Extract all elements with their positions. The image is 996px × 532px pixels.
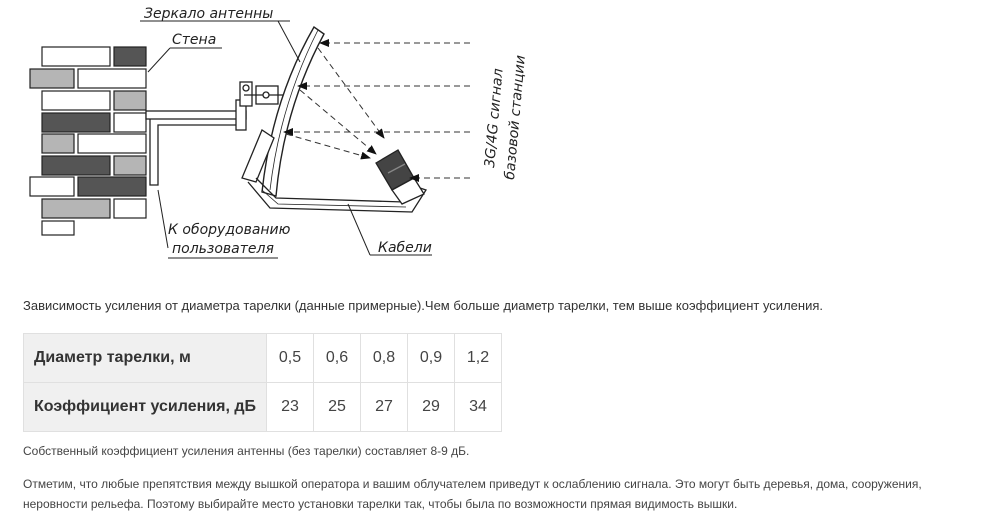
antenna-installation-diagram: Зеркало антенны Стена К оборудованию пол… <box>29 6 529 259</box>
row-header-gain: Коэффициент усиления, дБ <box>23 382 267 432</box>
table-cell: 0,8 <box>360 333 408 383</box>
gain-table: Диаметр тарелки, м 0,5 0,6 0,8 0,9 1,2 К… <box>23 333 502 432</box>
leader-lines <box>140 20 432 259</box>
label-user-equipment-line1: К оборудованию <box>168 222 291 238</box>
table-cell: 23 <box>266 382 314 432</box>
table-cell: 29 <box>407 382 455 432</box>
table-cell: 0,5 <box>266 333 314 383</box>
intro-text: Зависимость усиления от диаметра тарелки… <box>23 298 823 313</box>
table-cell: 0,9 <box>407 333 455 383</box>
table-cell: 25 <box>313 382 361 432</box>
label-antenna-mirror: Зеркало антенны <box>144 6 273 22</box>
feed-horn <box>375 149 425 205</box>
table-cell: 1,2 <box>454 333 502 383</box>
label-signal-line1: 3G/4G сигнал <box>482 68 507 169</box>
signal-rays <box>283 39 470 182</box>
reflected-rays <box>285 47 385 160</box>
table-cell: 34 <box>454 382 502 432</box>
obstacles-paragraph: Отметим, что любые препятствия между выш… <box>23 477 922 511</box>
table-row: Коэффициент усиления, дБ 23 25 27 29 34 <box>23 382 502 432</box>
row-header-diameter: Диаметр тарелки, м <box>23 333 267 383</box>
table-row: Диаметр тарелки, м 0,5 0,6 0,8 0,9 1,2 <box>23 333 502 383</box>
dish-reflector <box>261 25 325 197</box>
label-cables: Кабели <box>378 240 432 256</box>
table-cell: 27 <box>360 382 408 432</box>
brick-wall <box>29 46 147 236</box>
table-cell: 0,6 <box>313 333 361 383</box>
label-wall: Стена <box>172 32 216 48</box>
label-user-equipment-line2: пользователя <box>172 241 274 257</box>
antenna-gain-note: Собственный коэффициент усиления антенны… <box>23 444 470 458</box>
mount-bracket <box>145 81 290 186</box>
